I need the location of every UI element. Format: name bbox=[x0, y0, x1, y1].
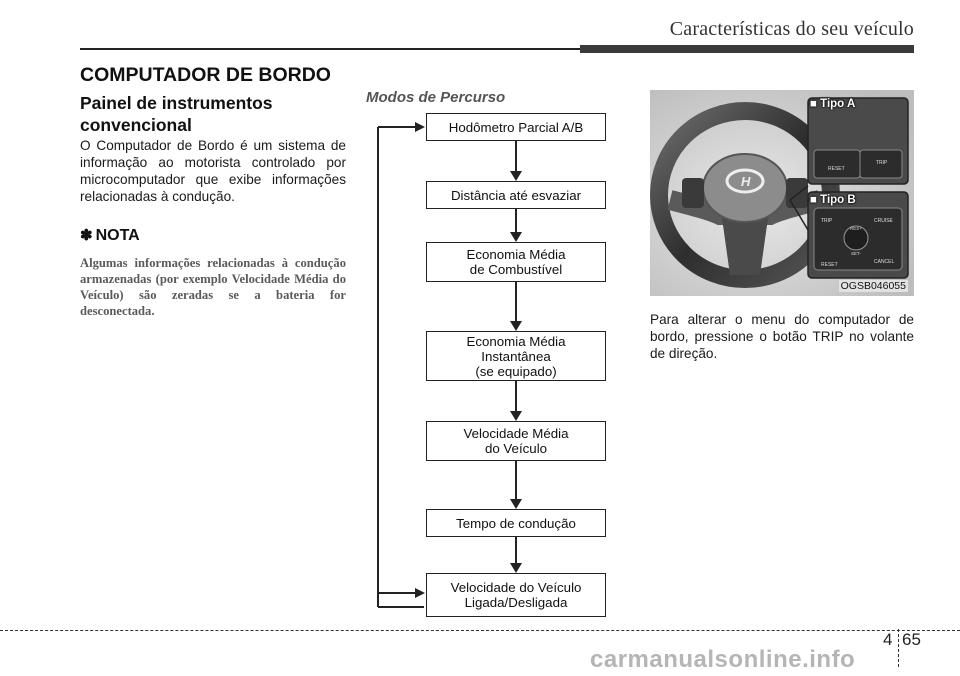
running-header: Características do seu veículo bbox=[669, 18, 914, 40]
sub-title: Painel de instrumentos convencional bbox=[80, 93, 273, 135]
footer-rule bbox=[0, 630, 960, 631]
page-number: 65 bbox=[902, 630, 921, 649]
mode-label: do Veículo bbox=[484, 441, 548, 456]
set-button-label: SET- bbox=[851, 251, 862, 256]
flow-arrow-head bbox=[510, 321, 522, 331]
flow-arrow-head bbox=[510, 232, 522, 242]
modes-title: Modos de Percurso bbox=[366, 89, 506, 106]
mode-label: Economia Média bbox=[466, 333, 566, 349]
type-b-label: ■ Tipo B bbox=[810, 194, 856, 206]
cancel-button-label: CANCEL bbox=[874, 259, 895, 265]
intro-paragraph: O Computador de Bordo é um sistema de in… bbox=[80, 138, 346, 204]
flow-arrow-head bbox=[510, 563, 522, 573]
cruise-button-label: CRUISE bbox=[874, 218, 894, 224]
header-rule bbox=[80, 48, 580, 50]
watermark: carmanualsonline.info bbox=[590, 646, 856, 673]
steering-wheel-photo: H RESET TRIP TRIP CRUISE RES+ SET- RESET… bbox=[650, 90, 914, 296]
chapter-number: 4 bbox=[883, 630, 893, 649]
asterisk-icon: ✽ bbox=[80, 227, 93, 244]
figure-code: OGSB046055 bbox=[838, 280, 908, 292]
mode-box: Distância até esvaziar bbox=[426, 181, 606, 209]
mode-box: Tempo de condução bbox=[426, 509, 606, 537]
mode-label: Velocidade Média bbox=[463, 426, 569, 441]
mode-label: Distância até esvaziar bbox=[450, 187, 582, 203]
flow-arrows bbox=[377, 122, 522, 608]
mode-label: de Combustível bbox=[469, 262, 563, 277]
mode-label: Velocidade do Veículo bbox=[450, 580, 582, 595]
type-a-label: ■ Tipo A bbox=[810, 98, 856, 110]
mode-label: (se equipado) bbox=[475, 363, 557, 379]
res-button-label: RES+ bbox=[850, 226, 862, 231]
note-heading: ✽NOTA bbox=[80, 226, 140, 245]
flow-arrow-head bbox=[510, 499, 522, 509]
steering-wheel-illustration: H RESET TRIP TRIP CRUISE RES+ SET- RESET… bbox=[650, 90, 914, 296]
note-text: Algumas informações relacionadas à condu… bbox=[80, 256, 346, 318]
trip-button-label-a: TRIP bbox=[876, 160, 888, 166]
trip-instruction: Para alterar o menu do computador de bor… bbox=[650, 312, 914, 361]
mode-label: Economia Média bbox=[466, 247, 566, 262]
trip-button-label-b: TRIP bbox=[821, 218, 833, 224]
svg-text:H: H bbox=[741, 174, 751, 189]
mode-label: Instantânea bbox=[481, 348, 551, 364]
header-bar bbox=[580, 45, 914, 53]
section-title: COMPUTADOR DE BORDO bbox=[80, 64, 331, 86]
note-title: NOTA bbox=[95, 227, 140, 244]
reset-button-label-b: RESET bbox=[821, 262, 838, 268]
mode-box: Hodômetro Parcial A/B bbox=[426, 113, 606, 141]
loop-arrow-head bbox=[415, 588, 425, 598]
flow-arrow-head bbox=[510, 171, 522, 181]
page-separator bbox=[898, 629, 899, 667]
trip-modes-flowchart: Hodômetro Parcial A/B Distância até esvaz… bbox=[366, 105, 626, 635]
mode-label: Tempo de condução bbox=[456, 515, 576, 531]
loop-arrow-head bbox=[415, 122, 425, 132]
reset-button-label-a: RESET bbox=[828, 166, 845, 172]
flow-arrow-head bbox=[510, 411, 522, 421]
mode-label: Hodômetro Parcial A/B bbox=[448, 119, 584, 135]
mode-label: Ligada/Desligada bbox=[464, 595, 568, 610]
